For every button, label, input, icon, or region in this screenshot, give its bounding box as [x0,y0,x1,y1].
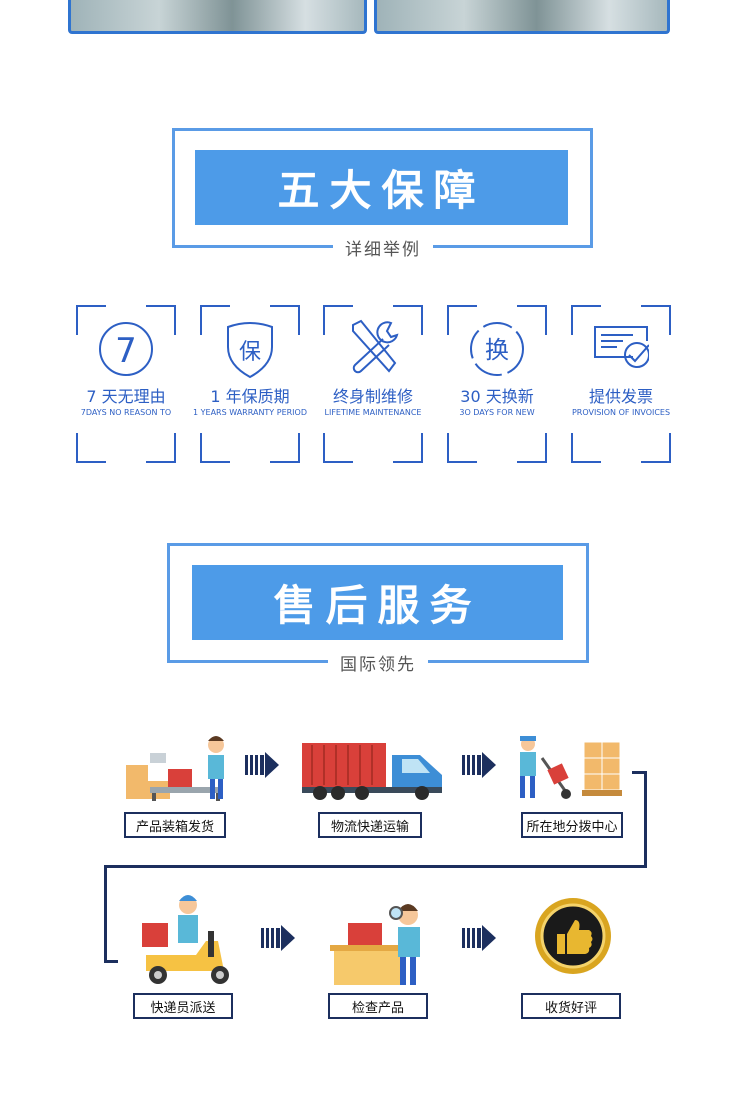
guarantee-card: 提供发票 PROVISION OF INVOICES [571,305,671,463]
guarantee-title: 终身制维修 [332,387,413,406]
section-service-title: 售后服务 [192,565,563,640]
wrench-screwdriver-icon [352,319,399,374]
svg-text:保: 保 [239,340,261,365]
courier-scooter-illustration [142,895,229,984]
section-guarantees-subtitle: 详细举例 [333,235,433,260]
guarantee-title: 30 天换新 [460,387,534,406]
process-step-label: 快递员派送 [133,993,233,1019]
guarantee-title: 提供发票 [588,387,653,406]
guarantee-subtitle: LIFETIME MAINTENANCE [324,408,422,417]
thumbs-up-badge-icon [535,898,611,974]
process-step-label: 检查产品 [328,993,428,1019]
sorting-center-illustration [520,736,622,799]
process-step-label: 物流快递运输 [318,812,422,838]
guarantee-subtitle: PROVISION OF INVOICES [571,408,671,417]
guarantee-subtitle: 1 YEARS WARRANTY PERIOD [193,408,307,417]
process-step-label: 收货好评 [521,993,621,1019]
guarantee-card: 换 30 天换新 3O DAYS FOR NEW [447,305,547,463]
seven-circle-icon: 7 [99,322,153,376]
inspection-illustration [330,904,420,985]
guarantee-subtitle: 3O DAYS FOR NEW [459,408,535,417]
exchange-circle-icon: 换 [470,322,524,376]
process-step-label: 所在地分拨中心 [521,812,623,838]
connector-line [632,771,647,774]
guarantee-title: 7 天无理由 [86,387,166,406]
guarantee-card: 保 1 年保质期 1 YEARS WARRANTY PERIOD [193,305,307,463]
section-guarantees-title: 五大保障 [195,150,568,225]
guarantee-card: 7 7 天无理由 7DAYS NO REASON TO [76,305,176,463]
connector-line [104,865,647,868]
connector-line [104,865,107,963]
connector-line [104,960,118,963]
section-service-subtitle: 国际领先 [328,650,428,675]
truck-illustration [302,743,442,800]
svg-text:7: 7 [115,331,137,371]
process-step-label: 产品装箱发货 [124,812,226,838]
guarantee-card: 终身制维修 LIFETIME MAINTENANCE [323,305,423,463]
connector-line [644,771,647,868]
arrow-right-icon [245,752,279,778]
factory-photo-left [68,0,367,34]
arrow-right-icon [261,925,295,951]
packing-scale-illustration [126,736,224,801]
factory-photo-right [374,0,670,34]
shield-icon: 保 [227,322,273,379]
arrow-right-icon [462,752,496,778]
arrow-right-icon [462,925,496,951]
svg-text:换: 换 [485,336,509,364]
guarantee-title: 1 年保质期 [210,387,290,406]
guarantee-subtitle: 7DAYS NO REASON TO [80,408,172,417]
invoice-check-icon [594,326,649,368]
